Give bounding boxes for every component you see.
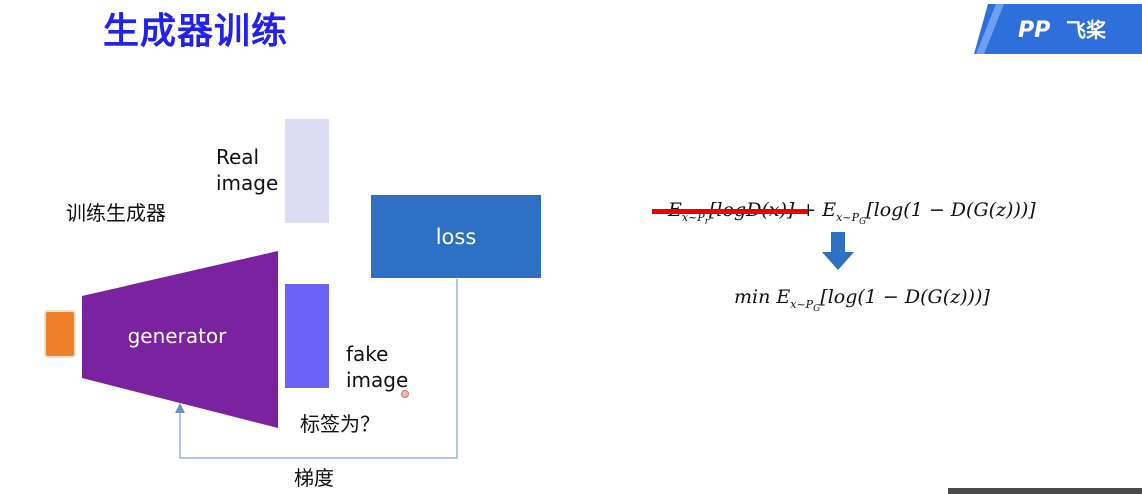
generator-shape: generator <box>82 251 278 428</box>
webcam-thumbnail <box>948 488 1142 494</box>
generator-label: generator <box>128 324 228 348</box>
pointer-dot-icon <box>401 390 409 398</box>
gradient-label: 梯度 <box>294 466 334 490</box>
generator-objective-formula: min Ex~PG[log(1 − D(G(z)))] <box>734 286 990 314</box>
strikethrough-line <box>652 209 808 214</box>
loss-box: loss <box>371 195 541 278</box>
fake-image-label: fake image <box>346 341 408 393</box>
fake-label-line2: image <box>346 368 409 392</box>
logo-mark: PP <box>1018 18 1050 43</box>
real-image-block <box>285 119 329 223</box>
gradient-feedback-arrow <box>175 279 458 459</box>
down-arrow-icon <box>822 232 854 270</box>
real-label-line2: image <box>216 171 279 195</box>
train-generator-label: 训练生成器 <box>66 201 166 225</box>
logo-text: 飞桨 <box>1066 18 1106 42</box>
paddle-logo: PP <box>974 4 1142 54</box>
real-image-label: Real image <box>216 144 278 196</box>
page-title: 生成器训练 <box>103 11 289 52</box>
label-question: 标签为？ <box>300 412 380 436</box>
fake-label-line1: fake <box>346 342 389 366</box>
arrow-head-icon <box>175 403 185 413</box>
real-label-line1: Real <box>216 145 260 169</box>
noise-input-block <box>44 310 76 358</box>
fake-image-block <box>285 284 329 388</box>
